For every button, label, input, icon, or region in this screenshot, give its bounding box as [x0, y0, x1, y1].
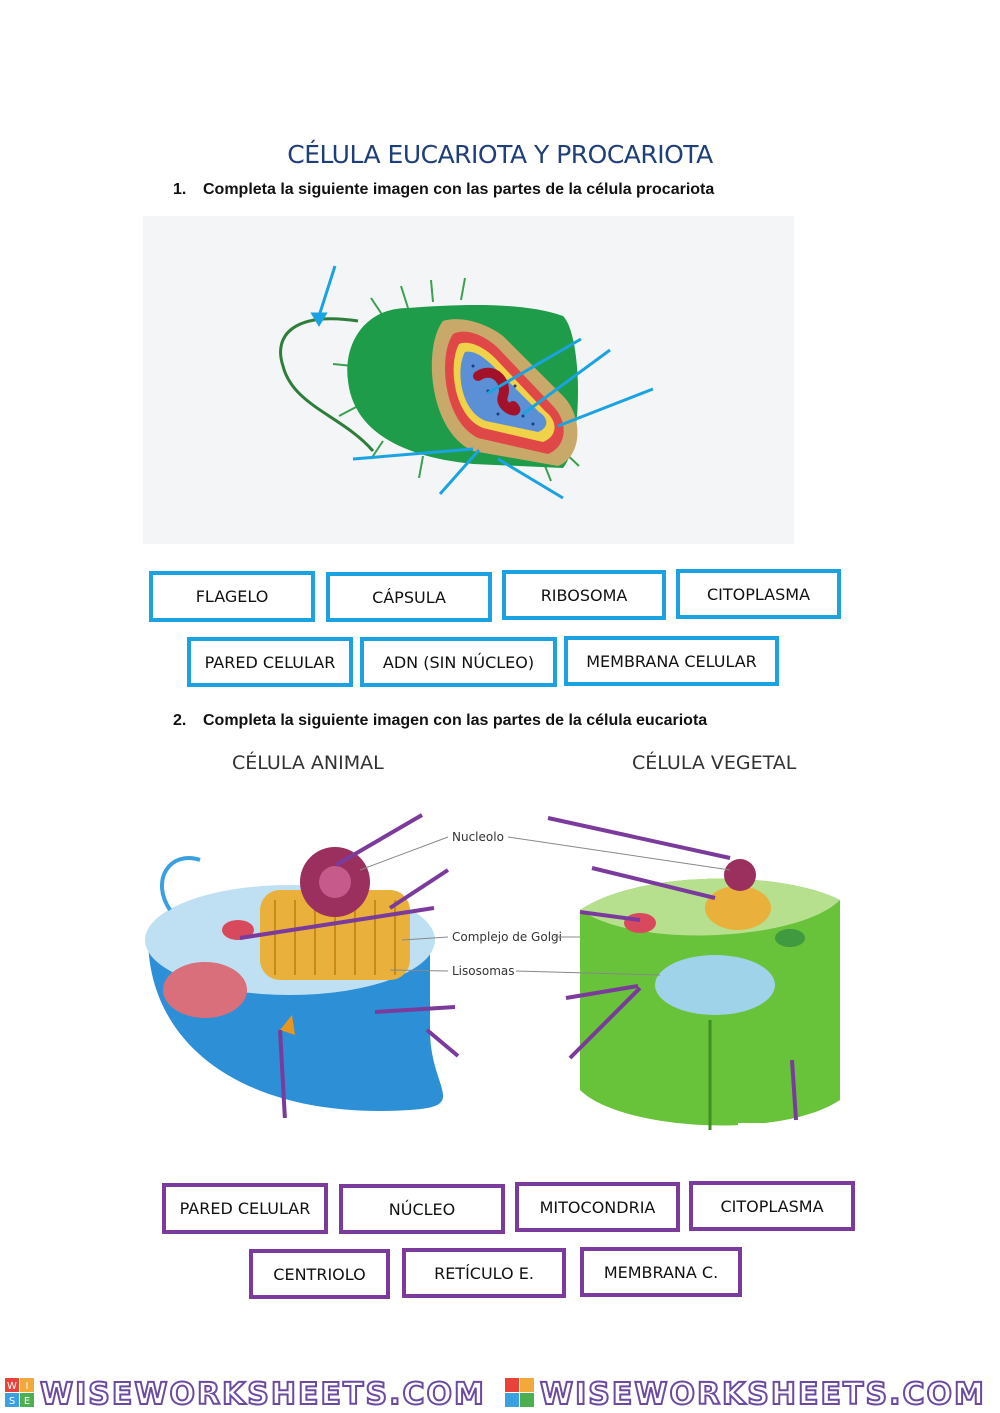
prokaryote-arrows: [310, 265, 654, 500]
plant-cell: [580, 859, 840, 1130]
label-box-flagelo[interactable]: FLAGELO: [149, 571, 315, 622]
label-box-reticulo[interactable]: RETÍCULO E.: [402, 1248, 566, 1298]
footer-brand-right: WISEWORKSHEETS.COM: [540, 1377, 986, 1412]
footer-brand-left: WISEWORKSHEETS.COM: [40, 1377, 486, 1412]
label-box-membrana-celular[interactable]: MEMBRANA CELULAR: [564, 636, 779, 686]
label-box-pared-celular[interactable]: PARED CELULAR: [187, 637, 353, 687]
flagellum: [279, 317, 375, 452]
label-box-membrana-c[interactable]: MEMBRANA C.: [580, 1247, 742, 1297]
nucleolo-label: Nucleolo: [452, 830, 504, 844]
label-box-mitocondria[interactable]: MITOCONDRIA: [515, 1182, 680, 1232]
animal-cell-caption: CÉLULA ANIMAL: [232, 752, 384, 774]
animal-flagellum: [159, 856, 201, 912]
footer-watermark: W I S E WISEWORKSHEETS.COM WISEWORKSHEET…: [5, 1376, 986, 1413]
plant-cell-caption: CÉLULA VEGETAL: [632, 752, 797, 774]
animal-nucleolus: [319, 866, 351, 898]
prokaryote-cell-diagram: [143, 216, 794, 544]
animal-mitochondria: [222, 920, 254, 940]
chloroplast: [775, 929, 805, 947]
animal-cell: [145, 847, 444, 1111]
eukaryote-cells-diagram: Nucleolo Complejo de Golgi Lisosomas: [145, 813, 848, 1150]
label-box-citoplasma-euk[interactable]: CITOPLASMA: [689, 1181, 855, 1231]
dna-region: [473, 367, 521, 416]
label-box-citoplasma[interactable]: CITOPLASMA: [676, 569, 841, 619]
page-title: CÉLULA EUCARIOTA Y PROCARIOTA: [287, 140, 713, 169]
pili: [332, 277, 580, 482]
diagram-labels: Nucleolo Complejo de Golgi Lisosomas: [452, 830, 562, 978]
ribosomes: [471, 364, 535, 426]
label-box-pared-celular-euk[interactable]: PARED CELULAR: [162, 1183, 328, 1234]
plant-label-mask: [738, 1123, 848, 1150]
label-leader-lines: [359, 836, 731, 976]
animal-label-mask: [224, 1118, 338, 1150]
question-2: 2. Completa la siguiente imagen con las p…: [173, 712, 707, 730]
label-box-ribosoma[interactable]: RIBOSOMA: [502, 570, 666, 620]
plant-golgi: [705, 886, 771, 930]
vacuole: [655, 955, 775, 1015]
question-1: 1. Completa la siguiente imagen con las p…: [173, 181, 714, 199]
svg-text:W: W: [7, 1381, 17, 1392]
rough-er: [163, 962, 247, 1018]
question-1-text: Completa la siguiente imagen con las par…: [203, 181, 715, 198]
question-1-number: 1.: [173, 181, 187, 198]
footer-logo-left: W I S E: [5, 1378, 34, 1407]
centriole: [280, 1015, 295, 1035]
golgi-stripes: [274, 900, 396, 975]
svg-text:I: I: [26, 1381, 29, 1392]
svg-text:S: S: [9, 1396, 15, 1407]
golgi-label: Complejo de Golgi: [452, 930, 562, 944]
question-2-number: 2.: [173, 712, 187, 729]
label-box-capsula[interactable]: CÁPSULA: [326, 572, 492, 622]
label-box-nucleo[interactable]: NÚCLEO: [339, 1184, 505, 1234]
label-box-centriolo[interactable]: CENTRIOLO: [249, 1249, 390, 1299]
label-box-adn[interactable]: ADN (SIN NÚCLEO): [360, 637, 557, 687]
footer-logo-right: [505, 1378, 534, 1407]
svg-text:E: E: [24, 1396, 30, 1407]
eukaryote-arrows: [239, 813, 798, 1121]
plant-mitochondria: [624, 913, 656, 933]
question-2-text: Completa la siguiente imagen con las par…: [203, 712, 708, 729]
plant-nucleus: [724, 859, 756, 891]
lisosomas-label: Lisosomas: [452, 964, 515, 978]
